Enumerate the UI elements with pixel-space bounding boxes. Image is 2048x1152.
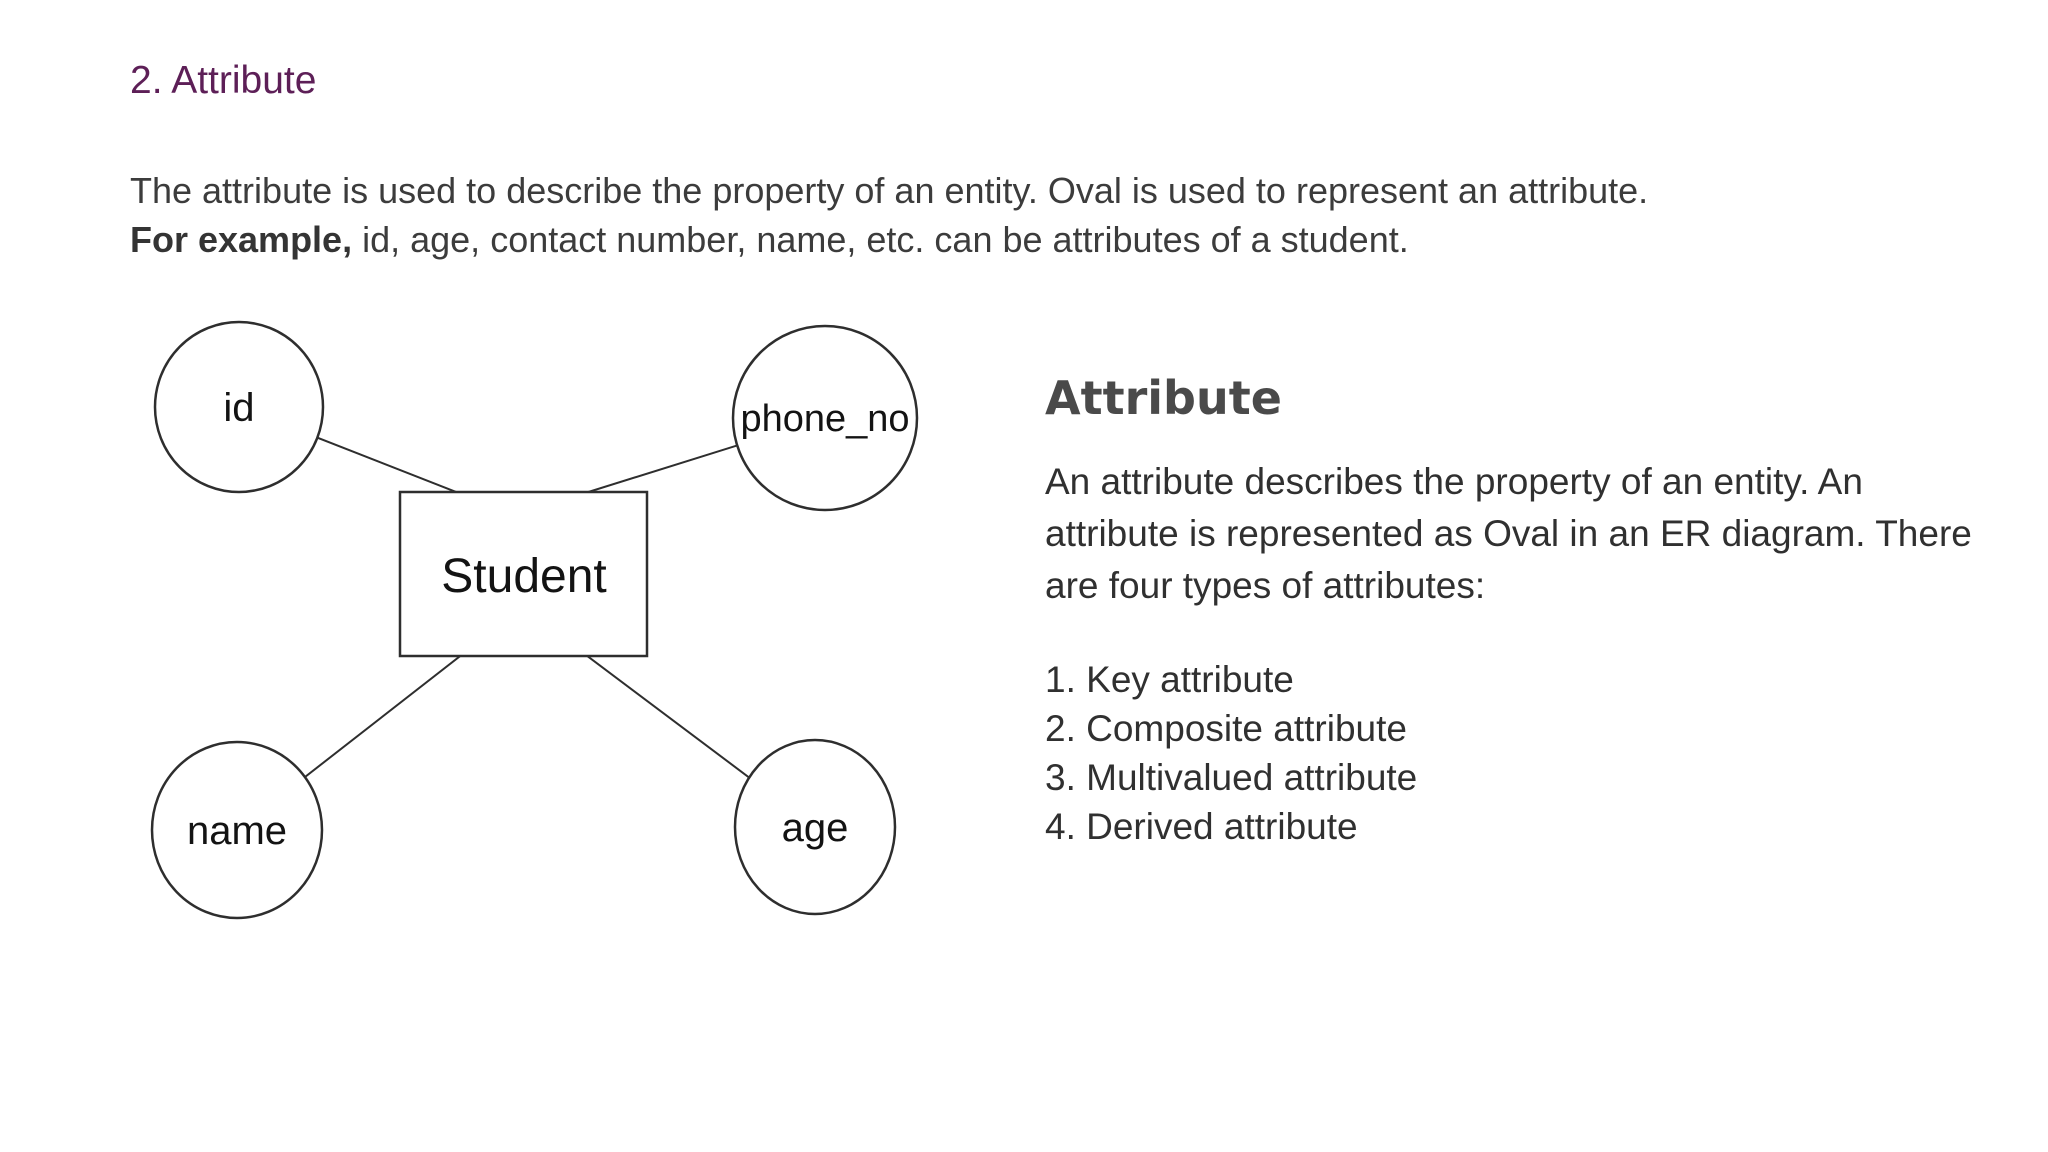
list-item-key-attribute: 1. Key attribute xyxy=(1045,659,1294,700)
panel-heading: Attribute xyxy=(1045,371,1282,425)
er-diagram: id phone_no Student name age xyxy=(150,320,919,920)
panel-paragraph-line-2: attribute is represented as Oval in an E… xyxy=(1045,513,1972,554)
section-heading: 2. Attribute xyxy=(130,59,317,102)
intro-line-1: The attribute is used to describe the pr… xyxy=(130,170,1649,211)
phoneno-attribute-label: phone_no xyxy=(740,398,909,440)
name-attribute-oval xyxy=(150,740,324,920)
intro-line-2: For example, id, age, contact number, na… xyxy=(130,215,1648,264)
age-attribute-label: age xyxy=(782,806,849,850)
intro-paragraph: The attribute is used to describe the pr… xyxy=(130,166,1648,264)
id-attribute-label: id xyxy=(223,386,254,430)
panel-paragraph-line-3: are four types of attributes: xyxy=(1045,565,1486,606)
intro-line-2-rest: id, age, contact number, name, etc. can … xyxy=(352,219,1409,260)
phoneno-attribute-oval xyxy=(731,324,919,512)
list-item-composite-attribute: 2. Composite attribute xyxy=(1045,708,1407,749)
attribute-type-list: 1. Key attribute 2. Composite attribute … xyxy=(1045,655,1417,851)
id-attribute-oval xyxy=(153,320,325,494)
intro-line-2-bold: For example, xyxy=(130,219,353,260)
name-attribute-label: name xyxy=(187,809,287,853)
list-item-derived-attribute: 4. Derived attribute xyxy=(1045,806,1358,847)
student-entity-label: Student xyxy=(441,550,606,603)
panel-paragraph: An attribute describes the property of a… xyxy=(1045,456,1972,612)
panel-paragraph-line-1: An attribute describes the property of a… xyxy=(1045,461,1863,502)
age-attribute-oval xyxy=(733,738,897,916)
list-item-multivalued-attribute: 3. Multivalued attribute xyxy=(1045,757,1418,798)
student-entity-rect xyxy=(398,490,649,658)
